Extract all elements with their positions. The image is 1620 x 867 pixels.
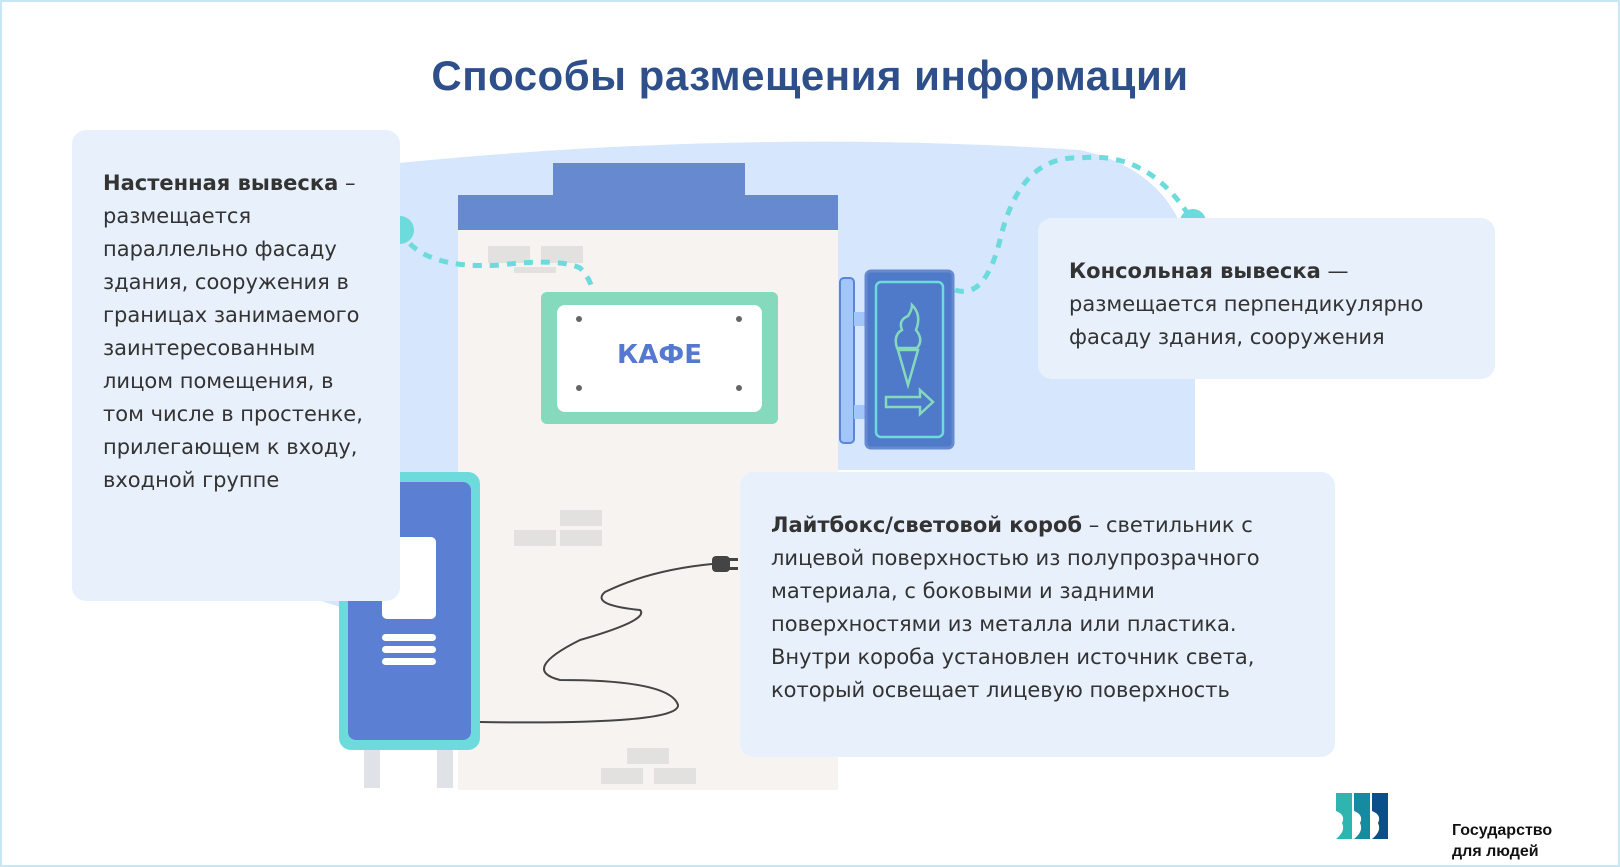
console-sign-connector [954,154,1196,294]
console-sign-description: размещается перпендикулярно фасаду здани… [1069,292,1424,349]
console-sign-card: Консольная вывеска — размещается перпенд… [1038,218,1495,379]
wall-sign-connector [397,228,596,296]
console-sign-term: Консольная вывеска [1069,259,1321,283]
lightbox-term: Лайтбокс/световой короб [771,513,1083,537]
logo-icon [1336,793,1388,839]
building-roof [458,195,838,230]
ice-cream-icon [894,301,922,390]
lightbox-card: Лайтбокс/световой короб – светильник с л… [740,472,1335,757]
logo-line2: для людей [1452,843,1539,860]
bricks [488,246,696,784]
building-chimney [553,163,745,198]
wall-sign-term: Настенная вывеска [103,171,339,195]
wall-sign-card: Настенная вывеска – размещается параллел… [72,130,400,601]
logo-text: Государство для людей [1452,820,1552,862]
lightbox-dash: – [1082,513,1106,537]
wall-sign-dash: – [338,171,356,195]
wall-sign-panel [557,305,762,412]
console-sign-dash: — [1320,259,1349,283]
plug-icon [712,556,738,572]
console-bracket [839,277,855,444]
screw-icons [576,316,742,391]
power-cable [479,563,713,724]
lightbox-description: светильник с лицевой поверхностью из пол… [771,513,1260,702]
cafe-sign-text: КАФЕ [617,340,702,370]
arrow-right-icon [884,387,935,417]
page-title: Способы размещения информации [431,52,1189,99]
console-sign-box [864,269,955,450]
logo-line1: Государство [1452,822,1553,839]
wall-sign-description: размещается параллельно фасаду здания, с… [103,204,363,492]
